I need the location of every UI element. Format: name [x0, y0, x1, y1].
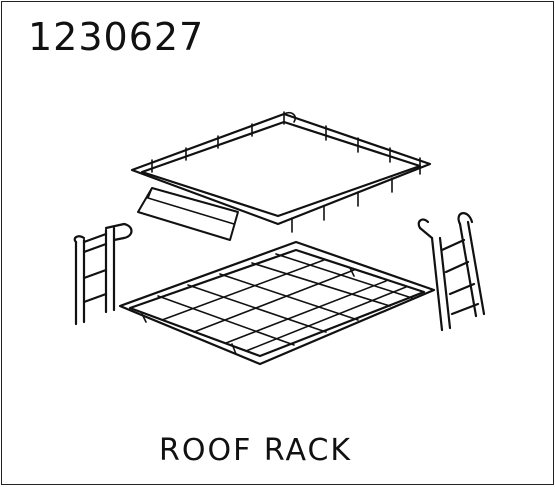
wind-deflector	[137, 187, 239, 241]
caption-roof-rack: ROOF RACK	[159, 433, 353, 468]
right-ladder	[417, 212, 486, 332]
left-ladder	[73, 222, 133, 326]
lower-grid-basket	[118, 240, 436, 366]
upper-rail-frame	[130, 111, 432, 233]
part-number: 1230627	[28, 15, 205, 59]
